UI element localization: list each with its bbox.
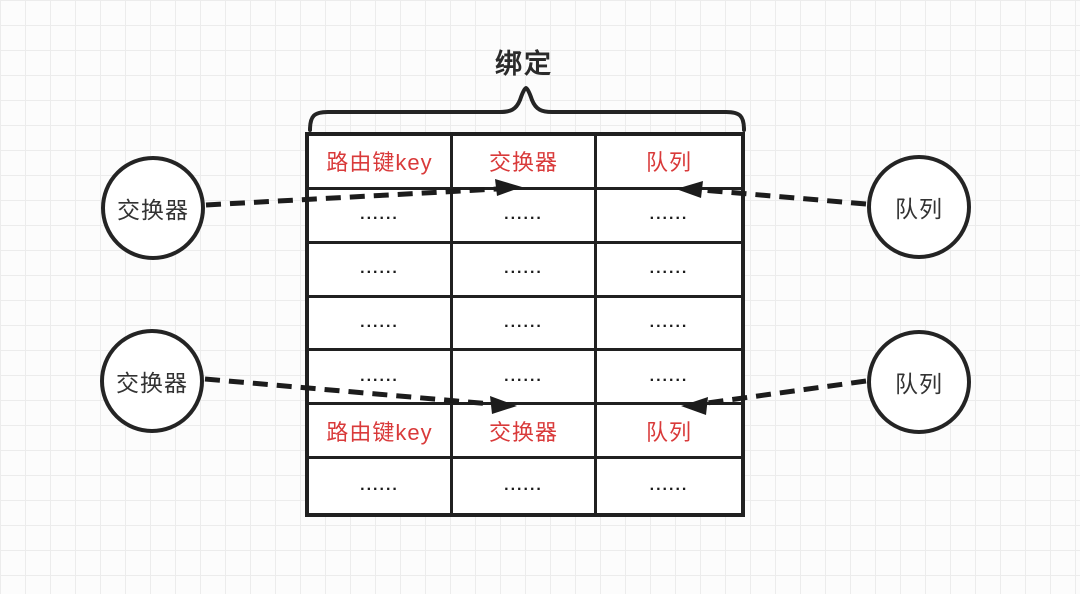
binding-title: 绑定 [495, 49, 553, 79]
binding-table: 路由键key 交换器 队列 ...... ...... ...... .....… [305, 132, 745, 517]
table-cell: 路由键key [309, 405, 453, 460]
queue-node-label: 队列 [895, 196, 943, 222]
exchange-node-label: 交换器 [116, 370, 188, 396]
table-cell: 队列 [597, 405, 741, 460]
table-cell: ...... [453, 297, 597, 352]
table-cell: 路由键key [309, 136, 453, 190]
table-cell: ...... [597, 243, 741, 298]
table-cell: ...... [309, 297, 453, 352]
table-cell: ...... [453, 351, 597, 406]
table-cell: 交换器 [453, 136, 597, 190]
queue-node-label: 队列 [895, 371, 943, 397]
table-cell: ...... [309, 351, 453, 406]
table-cell: ...... [453, 243, 597, 298]
table-cell: ...... [597, 297, 741, 352]
table-cell: 队列 [597, 136, 741, 190]
table-cell: ...... [597, 189, 741, 244]
queue-node-1: 队列 [867, 155, 971, 259]
table-cell: ...... [309, 243, 453, 298]
table-cell: ...... [309, 189, 453, 244]
table-cell: ...... [453, 189, 597, 244]
table-cell: ...... [453, 459, 597, 513]
table-cell: 交换器 [453, 405, 597, 460]
queue-node-2: 队列 [867, 330, 971, 434]
brace-shape [308, 85, 746, 132]
table-cell: ...... [597, 351, 741, 406]
exchange-node-1: 交换器 [101, 156, 205, 260]
table-cell: ...... [597, 459, 741, 513]
exchange-node-2: 交换器 [100, 329, 204, 433]
table-cell: ...... [309, 459, 453, 513]
exchange-node-label: 交换器 [117, 197, 189, 223]
